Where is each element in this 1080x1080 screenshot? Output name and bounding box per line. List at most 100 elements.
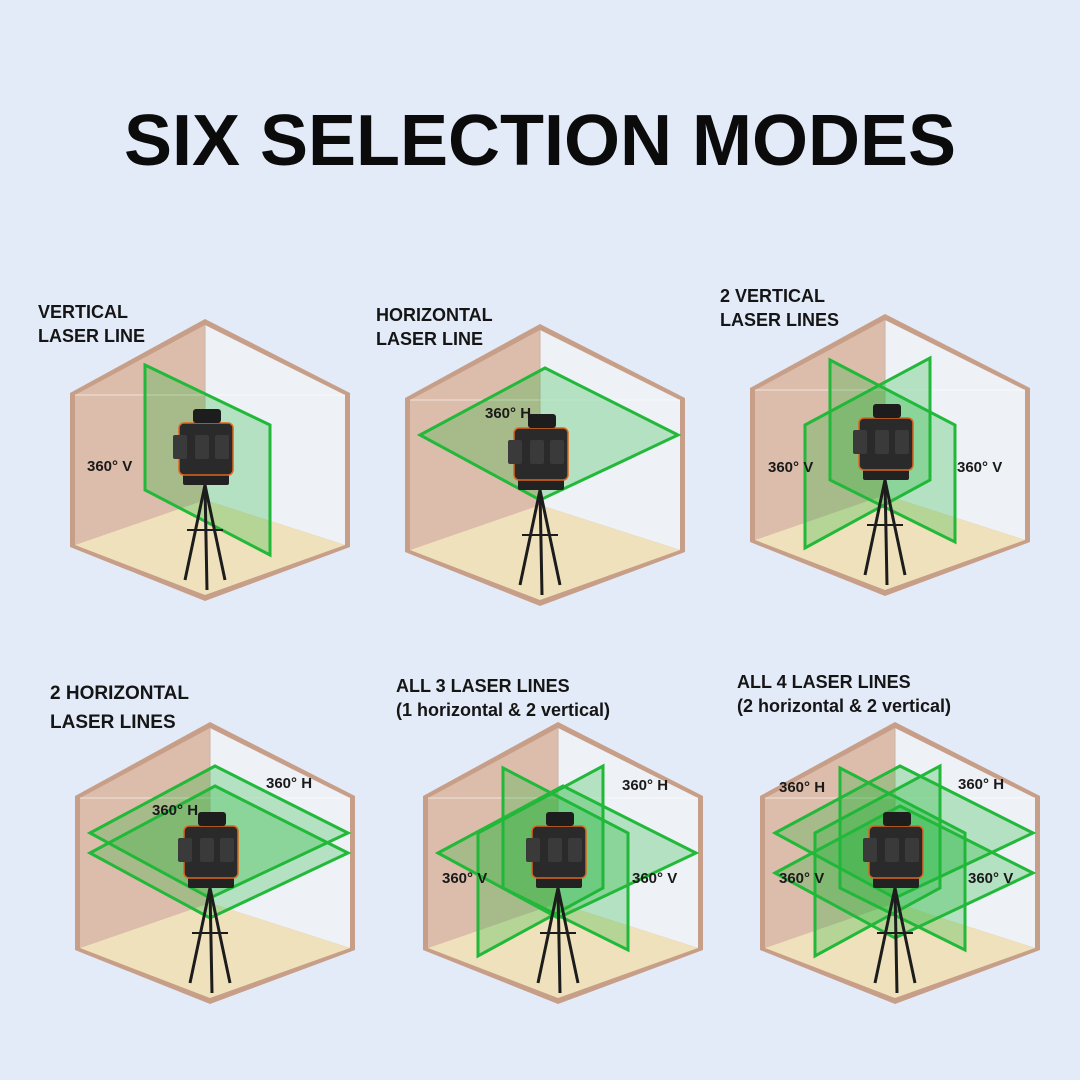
vertical-360-tag: 360° V — [87, 458, 133, 475]
horizontal-360-tag: 360° H — [779, 779, 826, 796]
laser-level-device — [178, 812, 239, 888]
vertical-360-tag: 360° V — [632, 870, 678, 887]
mode-label-line2: LASER LINES — [50, 712, 176, 733]
laser-level-device — [526, 812, 587, 888]
vertical-360-tag: 360° V — [779, 870, 825, 887]
tripod — [863, 479, 907, 586]
tripod-leg — [203, 484, 209, 591]
left-wall — [410, 330, 540, 550]
vertical-360-tag: 360° V — [957, 459, 1003, 476]
vertical-360-tag: 360° V — [442, 870, 488, 887]
device-side-window — [853, 430, 867, 454]
mode-4-label: 2 HORIZONTAL LASER LINES — [50, 679, 189, 737]
mode-label-line2: (2 horizontal & 2 vertical) — [737, 696, 952, 716]
mode-label-line1: VERTICAL — [38, 302, 128, 322]
mode-3-label: 2 VERTICAL LASER LINES — [720, 284, 839, 332]
device-top-window — [873, 404, 901, 418]
tripod-leg — [893, 887, 899, 994]
right-wall — [210, 728, 350, 948]
left-wall — [755, 320, 885, 540]
device-base — [183, 473, 229, 485]
device-front-window — [548, 838, 562, 862]
tripod-leg — [536, 887, 560, 984]
tripod-leg — [883, 479, 907, 576]
left-wall — [765, 728, 895, 948]
device-front-window — [530, 440, 544, 464]
vertical-360-tag: 360° V — [968, 870, 1014, 887]
laser-level-device — [508, 414, 569, 490]
tripod-leg — [556, 887, 580, 984]
mode-label-line1: ALL 4 LASER LINES — [737, 672, 911, 692]
device-base — [863, 468, 909, 480]
mode-2-room — [405, 324, 685, 606]
mode-6-label: ALL 4 LASER LINES (2 horizontal & 2 verti… — [737, 670, 951, 718]
laser-level-device — [173, 409, 234, 485]
device-top-window — [198, 812, 226, 826]
device-top-window — [193, 409, 221, 423]
tripod-leg — [863, 479, 887, 576]
tripod — [873, 887, 917, 994]
mode-label-line1: ALL 3 LASER LINES — [396, 676, 570, 696]
device-side-window — [526, 838, 540, 862]
horizontal-360-tag: 360° H — [485, 405, 532, 422]
horizontal-360-tag: 360° H — [622, 777, 669, 794]
tripod-leg — [518, 489, 542, 586]
laser-level-device — [863, 812, 924, 888]
tripod-leg — [893, 887, 917, 984]
mode-6-room — [760, 722, 1040, 1004]
device-front-window — [550, 440, 564, 464]
mode-4-room — [75, 722, 355, 1004]
device-front-window — [905, 838, 919, 862]
right-wall — [540, 330, 680, 550]
mode-1-label: VERTICAL LASER LINE — [38, 300, 145, 348]
horizontal-360-tag: 360° H — [958, 776, 1005, 793]
device-side-window — [173, 435, 187, 459]
device-front-window — [195, 435, 209, 459]
tripod — [518, 489, 562, 596]
tripod-leg — [873, 887, 897, 984]
mode-label-line2: LASER LINES — [720, 310, 840, 330]
device-side-window — [178, 838, 192, 862]
mode-label-line2: (1 horizontal & 2 vertical) — [396, 700, 611, 720]
device-base — [536, 876, 582, 888]
tripod-leg — [203, 484, 227, 581]
left-wall — [80, 728, 210, 948]
laser-level-device — [853, 404, 914, 480]
tripod-leg — [208, 887, 232, 984]
tripod-leg — [538, 489, 562, 586]
floor — [428, 903, 698, 998]
mode-3-room — [750, 314, 1030, 596]
vertical-360-tag: 360° V — [768, 459, 814, 476]
tripod — [536, 887, 580, 994]
tripod-leg — [556, 887, 562, 994]
device-front-window — [885, 838, 899, 862]
mode-label-line1: HORIZONTAL — [376, 305, 493, 325]
left-wall — [428, 728, 558, 948]
device-top-window — [546, 812, 574, 826]
floor — [410, 505, 680, 600]
device-front-window — [200, 838, 214, 862]
device-front-window — [895, 430, 909, 454]
device-side-window — [508, 440, 522, 464]
device-front-window — [875, 430, 889, 454]
page-title: SIX SELECTION MODES — [123, 101, 957, 181]
mode-5-label: ALL 3 LASER LINES (1 horizontal & 2 verti… — [396, 674, 610, 722]
mode-label-line2: LASER LINE — [38, 326, 146, 346]
device-top-window — [528, 414, 556, 428]
floor — [765, 903, 1035, 998]
floor — [75, 500, 345, 595]
device-front-window — [220, 838, 234, 862]
device-side-window — [863, 838, 877, 862]
mode-label-line1: 2 HORIZONTAL — [50, 683, 189, 704]
floor — [755, 495, 1025, 590]
tripod — [183, 484, 227, 591]
tripod-leg — [188, 887, 212, 984]
right-wall — [205, 325, 345, 545]
tripod-leg — [208, 887, 214, 994]
device-base — [518, 478, 564, 490]
device-base — [188, 876, 234, 888]
device-front-window — [568, 838, 582, 862]
mode-label-line1: 2 VERTICAL — [720, 286, 826, 306]
